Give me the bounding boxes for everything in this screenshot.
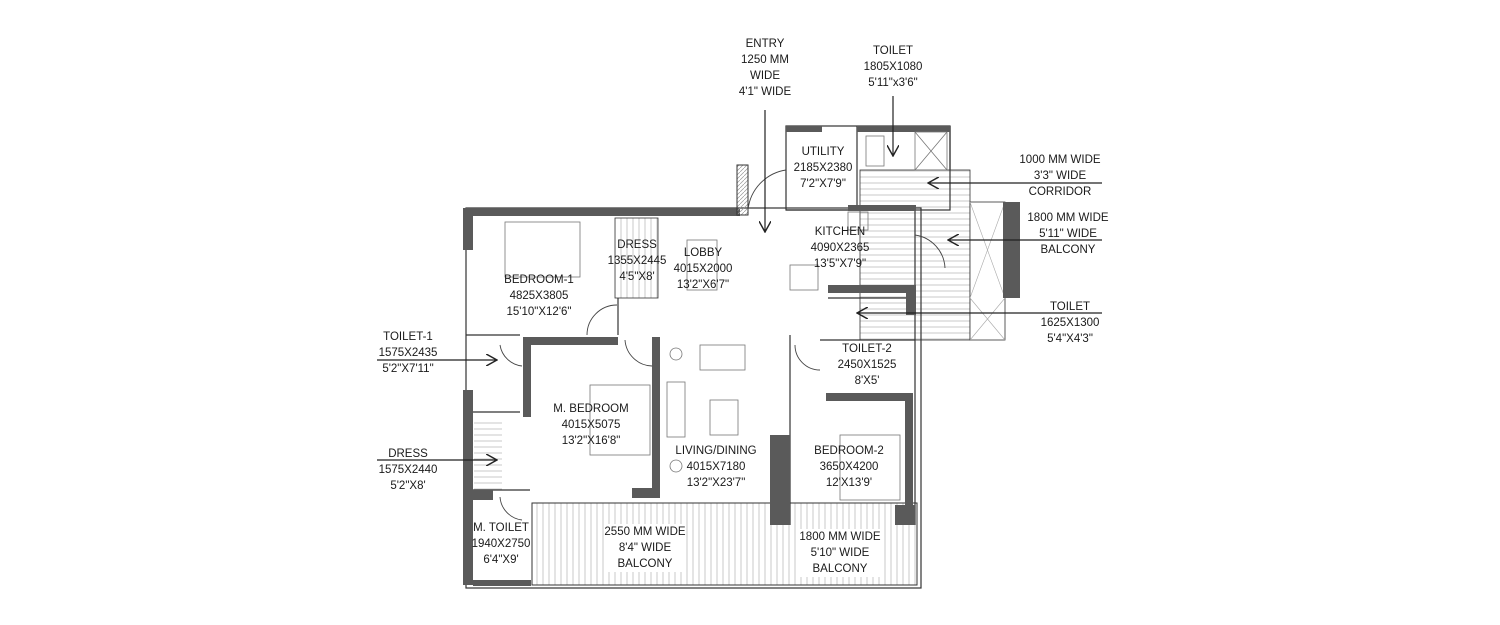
- toilet-right-label: TOILET 1625X1300 5'4"X4'3": [1041, 299, 1100, 347]
- label-line: 13'2"X16'8": [561, 435, 621, 447]
- label-line: KITCHEN: [814, 226, 866, 238]
- bedroom2-balcony-label: 1800 MM WIDE 5'10" WIDE BALCONY: [799, 529, 881, 577]
- label-line: 1250 MM: [741, 54, 789, 66]
- dining-table: [709, 399, 739, 436]
- label-line: TOILET: [1049, 301, 1091, 313]
- toilet2-label: TOILET-2 2450X1525 8'X5': [838, 341, 897, 389]
- label-line: 4015X7180: [686, 461, 746, 473]
- label-line: DRESS: [388, 448, 428, 460]
- label-line: 12'X13'9': [825, 477, 873, 489]
- label-line: 8'X5': [854, 375, 880, 387]
- bed-1: [504, 221, 581, 278]
- label-line: BALCONY: [617, 558, 673, 570]
- bed-master: [589, 384, 651, 456]
- label-line: 1805X1080: [863, 61, 923, 73]
- label-line: 1355X2445: [607, 255, 667, 267]
- label-line: TOILET-2: [842, 343, 892, 355]
- bedroom2-label: BEDROOM-2 3650X4200 12'X13'9': [814, 443, 884, 491]
- label-line: 13'2"X6'7": [676, 279, 730, 291]
- label-line: LOBBY: [683, 247, 723, 259]
- label-line: 3'3" WIDE: [1033, 170, 1087, 182]
- label-line: 1000 MM WIDE: [1019, 154, 1101, 166]
- entry-label: ENTRY 1250 MM WIDE 4'1" WIDE: [739, 36, 791, 100]
- toilet1-label: TOILET-1 1575X2435 5'2"X7'11": [379, 329, 438, 377]
- label-line: 5'10" WIDE: [810, 547, 870, 559]
- doors: [499, 169, 946, 521]
- label-line: 2185X2380: [793, 162, 853, 174]
- label-line: M. TOILET: [473, 522, 529, 534]
- dress-top-label: DRESS 1355X2445 4'5"X8': [608, 237, 667, 285]
- label-line: 1625X1300: [1040, 317, 1100, 329]
- label-line: BALCONY: [812, 563, 868, 575]
- side-balcony: [969, 201, 1006, 341]
- label-line: 1800 MM WIDE: [799, 531, 881, 543]
- label-line: M. BEDROOM: [553, 403, 629, 415]
- main-balcony-label: 2550 MM WIDE 8'4" WIDE BALCONY: [604, 524, 686, 572]
- label-line: 2450X1525: [837, 359, 897, 371]
- label-line: 13'2"X23'7": [686, 477, 746, 489]
- label-line: 5'11" WIDE: [1039, 228, 1097, 240]
- living-dining-label: LIVING/DINING 4015X7180 13'2"X23'7": [675, 443, 756, 491]
- label-line: 8'4" WIDE: [618, 542, 672, 554]
- label-line: 5'4"X4'3": [1047, 333, 1093, 345]
- dress-hatch-left: [474, 420, 502, 490]
- label-line: 1940X2750: [471, 538, 531, 550]
- label-line: 15'10"X12'6": [506, 306, 572, 318]
- master-bedroom-label: M. BEDROOM 4015X5075 13'2"X16'8": [553, 401, 628, 449]
- sofa-side: [666, 381, 686, 438]
- label-line: BALCONY: [1040, 244, 1096, 256]
- leader-arrows: [377, 96, 1102, 460]
- sofa: [699, 344, 746, 371]
- label-line: 5'2"X8': [390, 480, 426, 492]
- master-toilet-label: M. TOILET 1940X2750 6'4"X9': [472, 520, 531, 568]
- balconies: [474, 169, 1006, 586]
- label-line: 13'5"X7'9": [813, 258, 867, 270]
- label-line: 1800 MM WIDE: [1027, 212, 1109, 224]
- label-line: TOILET: [872, 45, 914, 57]
- balcony-right-label: 1800 MM WIDE 5'11" WIDE BALCONY: [1027, 210, 1108, 258]
- label-line: 5'2"X7'11": [382, 363, 434, 375]
- corridor-label: 1000 MM WIDE 3'3" WIDE CORRIDOR: [1019, 152, 1100, 200]
- label-line: 3650X4200: [819, 461, 879, 473]
- label-line: CORRIDOR: [1028, 186, 1092, 198]
- utility-label: UTILITY 2185X2380 7'2"X7'9": [794, 144, 853, 192]
- thick-walls: [463, 126, 1020, 586]
- lobby-label: LOBBY 4015X2000 13'2"X6'7": [674, 245, 733, 293]
- label-line: 5'11"x3'6": [868, 77, 918, 89]
- label-line: TOILET-1: [383, 331, 433, 343]
- label-line: 1575X2435: [378, 347, 438, 359]
- label-line: BEDROOM-2: [814, 445, 884, 457]
- label-line: UTILITY: [801, 146, 845, 158]
- lobby-table: [686, 239, 718, 291]
- label-line: 2550 MM WIDE: [604, 526, 686, 538]
- furniture: [504, 131, 948, 501]
- label-line: 4'5"X8': [619, 271, 655, 283]
- kitchen-counter: [789, 264, 819, 291]
- label-line: DRESS: [617, 239, 657, 251]
- bed-2: [839, 434, 901, 501]
- label-line: 4015X5075: [561, 419, 621, 431]
- kitchen-label: KITCHEN 4090X2365 13'5"X7'9": [811, 224, 870, 272]
- label-line: WIDE: [749, 70, 781, 82]
- label-line: BEDROOM-1: [504, 274, 574, 286]
- dress-hatch-top: [614, 217, 659, 299]
- dress-left-label: DRESS 1575X2440 5'2"X8': [379, 446, 438, 494]
- toilet-top-label: TOILET 1805X1080 5'11"x3'6": [864, 43, 923, 91]
- bedroom1-label: BEDROOM-1 4825X3805 15'10"X12'6": [504, 272, 574, 320]
- label-line: 1575X2440: [378, 464, 438, 476]
- label-line: 7'2"X7'9": [800, 178, 846, 190]
- label-line: 4825X3805: [509, 290, 569, 302]
- kitchen-stove: [847, 211, 869, 231]
- label-line: 4090X2365: [810, 242, 870, 254]
- label-line: LIVING/DINING: [675, 445, 757, 457]
- label-line: 4'1" WIDE: [738, 86, 792, 98]
- label-line: 6'4"X9': [483, 554, 519, 566]
- label-line: 4015X2000: [673, 263, 733, 275]
- label-line: ENTRY: [745, 38, 785, 50]
